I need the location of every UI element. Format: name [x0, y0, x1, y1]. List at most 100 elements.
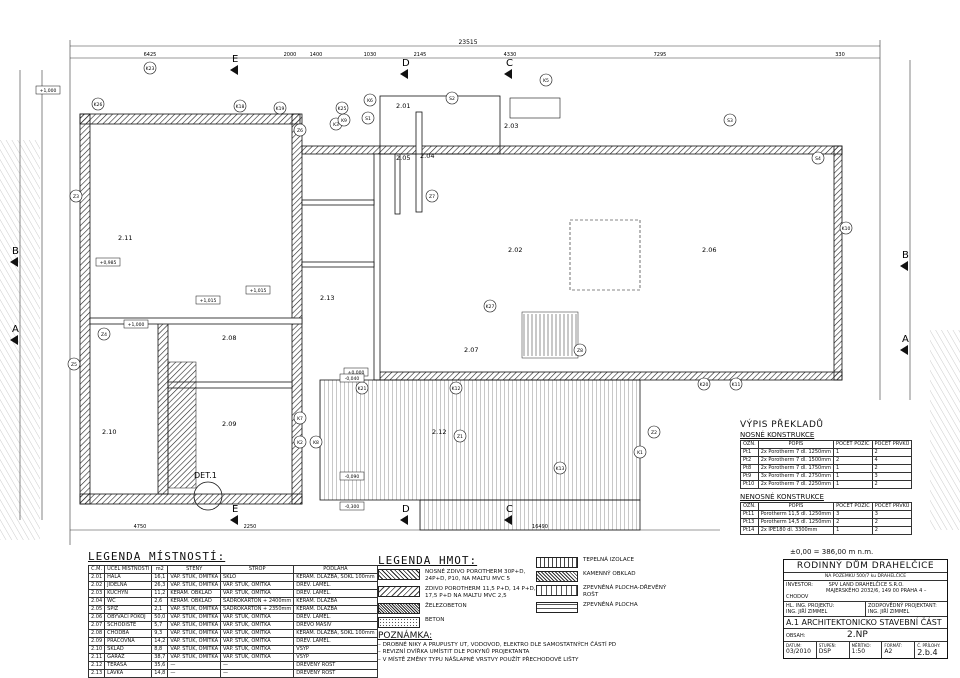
room-label: 2.13: [320, 294, 334, 302]
dimension-text: 2250: [244, 524, 257, 530]
notes: POZNÁMKA: – DROBNÉ NIKY A PRUPUSTY UT, V…: [378, 632, 678, 665]
project-part: A.1 ARCHITEKTONICKO STAVEBNÍ ČÁST: [784, 617, 947, 629]
level-tag: -0,300: [345, 504, 360, 510]
room-cell: VÁP. ŠTUK, OMÍTKA: [220, 653, 295, 662]
section-mark-label: E: [232, 54, 238, 65]
room-cell: SÁDROKARTON + 2350mm: [220, 605, 295, 614]
room-cell: VSYP: [293, 645, 378, 654]
tag-label: Z1: [457, 434, 463, 440]
room-cell: 5,7: [151, 621, 169, 630]
room-cell: JÍDELNA: [104, 581, 153, 590]
title-meta-label: Č. PŘÍLOHY:: [917, 643, 941, 648]
lintel-cell: 1: [832, 464, 873, 473]
room-cell: DŘEVO MASIV: [293, 621, 378, 630]
lintel-cell: 2x Porotherm 7 dl. 1750mm: [757, 464, 834, 473]
room-cell: —: [167, 669, 222, 678]
tag-label: Z2: [651, 430, 657, 436]
title-meta-cell: STUPEŇ:DSP: [817, 642, 850, 658]
section-arrow: [10, 257, 18, 267]
room-label: 2.09: [222, 420, 236, 428]
responsible-designer: ZODPOVĚDNÝ PROJEKTANT:ING. JIŘÍ ZIMMEL: [866, 602, 947, 616]
level-tag-box: [95, 257, 121, 267]
room-cell: VÁP. ŠTUK, OMÍTKA: [167, 573, 222, 582]
lintel-cell: Porotherm 11,5 dl. 1250mm: [757, 510, 835, 519]
material-swatch: [378, 586, 420, 597]
room-cell: OBÝVACÍ POKOJ: [104, 613, 153, 622]
room-cell: VÁP. ŠTUK, OMÍTKA: [220, 589, 295, 598]
dimension-text: 4750: [134, 524, 147, 530]
room-header: STĚNY: [167, 565, 222, 574]
tag-circle: [233, 99, 247, 113]
material-item: NOSNÉ ZDIVO POROTHERM 30P+D, 24P+D, P10,…: [378, 569, 536, 583]
room-cell: VÁP. ŠTUK, OMÍTKA: [220, 629, 295, 638]
ground-hatch-left: [0, 140, 40, 540]
lintel-nosne-title: NOSNÉ KONSTRUKCE: [740, 431, 815, 439]
tag-label: S4: [815, 156, 821, 162]
tag-circle: [449, 381, 463, 395]
room-cell: SKLAD: [104, 645, 153, 654]
room-cell: 2.12: [87, 661, 106, 670]
room-cell: CHODBA: [104, 629, 153, 638]
material-label: KAMENNÝ OBKLAD: [583, 571, 636, 577]
room-cell: —: [167, 661, 222, 670]
room-cell: 2.07: [87, 621, 106, 630]
tag-label: K20: [700, 382, 709, 388]
tag-label: K27: [486, 304, 495, 310]
kitchen-island: [569, 219, 641, 291]
lintel-cell: Pt14: [740, 526, 759, 535]
room-cell: 2.04: [87, 597, 106, 606]
lintel-header: POČET POZIC: [833, 502, 873, 511]
level-tag-box: [123, 319, 149, 329]
section-arrow: [10, 335, 18, 345]
material-swatch: [536, 557, 578, 568]
section-mark-label: C: [506, 58, 513, 69]
room-cell: SPÍŽ: [104, 605, 153, 614]
room-label: 2.12: [432, 428, 446, 436]
room-label: 2.05: [396, 154, 410, 162]
notes-list: – DROBNÉ NIKY A PRUPUSTY UT, VODOVOD, EL…: [378, 642, 678, 665]
tag-label: K2: [297, 440, 303, 446]
tag-label: Z4: [101, 332, 107, 338]
level-tag-box: [339, 501, 365, 511]
material-label: ZPEVNĚNÁ PLOCHA: [583, 602, 638, 608]
room-cell: VÁP. ŠTUK, OMÍTKA: [220, 613, 295, 622]
lintel-cell: 2x IPE180 dl. 3300mm: [757, 526, 835, 535]
room-cell: 26,3: [151, 581, 169, 590]
level-tag: -0,040: [345, 376, 360, 382]
lintel-header: POČET POZIC: [832, 440, 873, 449]
section-arrow: [504, 515, 512, 525]
title-meta-value: DSP: [818, 648, 831, 655]
tag-circle: [143, 61, 157, 75]
tag-circle: [723, 113, 737, 127]
room-cell: VÁP. ŠTUK, OMÍTKA: [220, 581, 295, 590]
lintel-cell: Pt8: [740, 464, 759, 473]
lintel-header: OZN.: [740, 502, 759, 511]
material-item: BETON: [378, 617, 536, 628]
room-cell: 9,3: [151, 629, 169, 638]
staircase: [521, 311, 579, 359]
tag-label: Z7: [429, 194, 435, 200]
chief-engineer-name: ING. JIŘÍ ZIMMEL: [786, 609, 828, 615]
note-item: – V MÍSTĚ ZMĚNY TYPU NÁŠLAPNÉ VRSTVY POU…: [378, 656, 579, 663]
wall-block-top: [379, 95, 501, 155]
lintel-cell: 2: [832, 456, 873, 465]
tag-circle: [445, 91, 459, 105]
level-datum: ±0,00 = 386,00 m n.m.: [790, 548, 874, 556]
lintel-cell: 2: [871, 464, 913, 473]
room-cell: 2,6: [151, 597, 169, 606]
section-mark-label: D: [402, 504, 410, 515]
title-meta-cell: DATUM:03/2010: [784, 642, 817, 658]
room-cell: VÁP. ŠTUK, OMÍTKA: [167, 629, 222, 638]
